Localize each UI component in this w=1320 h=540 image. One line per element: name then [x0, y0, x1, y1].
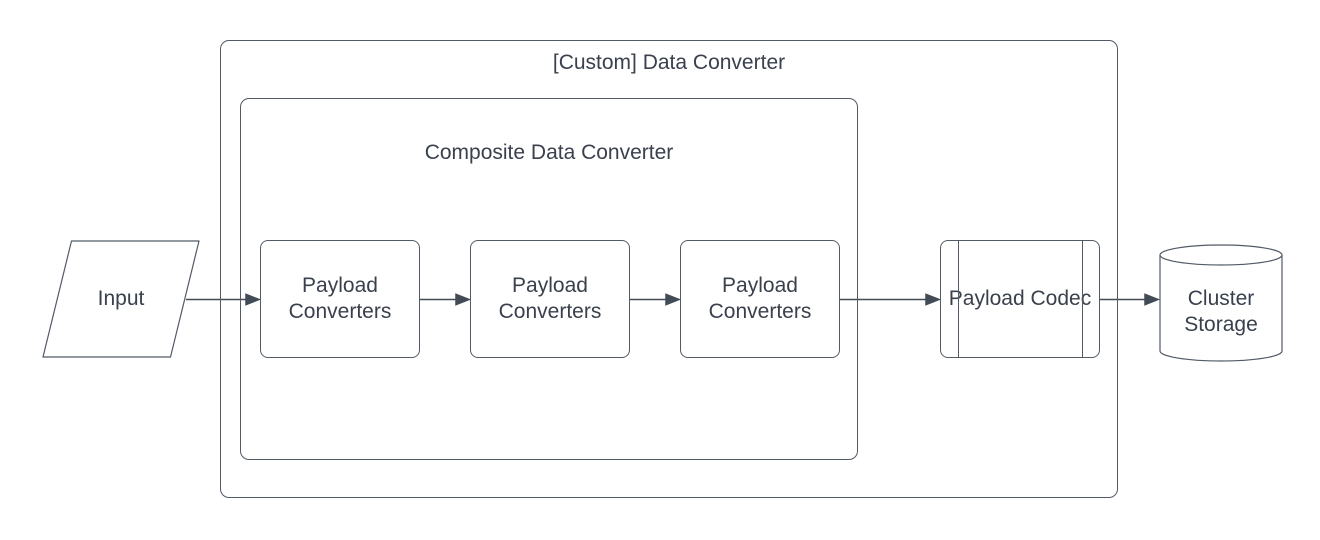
node-input: Input [42, 240, 200, 358]
node-input-label: Input [97, 287, 145, 310]
node-cluster-storage: Cluster Storage [1159, 244, 1283, 362]
cylinder-shape [1159, 244, 1283, 362]
node-payload-converters-3-label: Payload Converters [708, 274, 812, 323]
node-payload-codec: Payload Codec [940, 240, 1100, 358]
group-composite-data-converter: Composite Data Converter [240, 98, 858, 460]
parallelogram-shape [42, 240, 200, 358]
node-payload-converters-2: Payload Converters [470, 240, 630, 358]
predefined-process-right-bar [1081, 241, 1083, 357]
group-composite-data-converter-label: Composite Data Converter [424, 141, 674, 164]
node-payload-converters-1: Payload Converters [260, 240, 420, 358]
group-custom-data-converter-label: [Custom] Data Converter [552, 51, 786, 74]
predefined-process-left-bar [958, 241, 960, 357]
node-payload-converters-1-label: Payload Converters [288, 274, 392, 323]
node-payload-converters-2-label: Payload Converters [498, 274, 602, 323]
node-cluster-storage-label: Cluster Storage [1184, 287, 1258, 336]
node-payload-codec-label: Payload Codec [948, 287, 1092, 310]
node-payload-converters-3: Payload Converters [680, 240, 840, 358]
group-custom-data-converter: [Custom] Data Converter [220, 40, 1118, 498]
